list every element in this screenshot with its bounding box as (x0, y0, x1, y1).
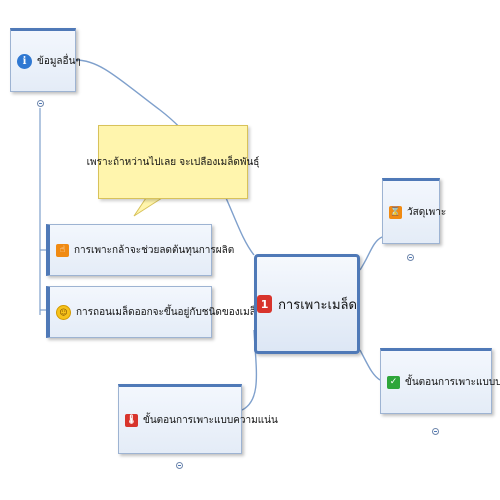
hand-icon: ☝ (56, 243, 69, 257)
link-central-materials (359, 236, 383, 271)
node-child-removal-label: การถอนเมล็ดออกจะขึ้นอยู่กับชนิดของเมล็ดพ… (76, 306, 282, 318)
thermometer-icon: 🌡 (125, 413, 138, 427)
node-fine-method[interactable]: 🌡 ขั้นตอนการเพาะแบบความแน่น (118, 384, 278, 454)
central-topic-label: การเพาะเมล็ด (278, 297, 357, 313)
collapse-toggle-materials[interactable] (407, 254, 414, 261)
callout-tail (133, 197, 163, 217)
hourglass-icon: ⌛ (389, 205, 402, 219)
node-normal-method-label: ขั้นตอนการเพาะแบบปกติ (405, 376, 500, 388)
node-normal-method[interactable]: ✓ ขั้นตอนการเพาะแบบปกติ (380, 348, 500, 414)
check-icon: ✓ (387, 375, 400, 389)
node-child-removal[interactable]: ☺ การถอนเมล็ดออกจะขึ้นอยู่กับชนิดของเมล็… (46, 286, 282, 338)
callout-text: เพราะถ้าหว่านไปเลย จะเปลืองเมล็ดพันธุ์ (86, 156, 260, 168)
smiley-icon: ☺ (56, 304, 71, 320)
central-topic[interactable]: 1 การเพาะเมล็ด (254, 254, 360, 354)
link-central-normal (359, 349, 381, 381)
info-icon: i (17, 53, 32, 69)
collapse-toggle-normal[interactable] (432, 428, 439, 435)
priority-number-icon: 1 (257, 295, 273, 313)
node-materials-label: วัสดุเพาะ (407, 206, 447, 218)
callout-note: เพราะถ้าหว่านไปเลย จะเปลืองเมล็ดพันธุ์ (87, 125, 259, 199)
node-materials[interactable]: ⌛ วัสดุเพาะ (382, 178, 446, 244)
node-child-cost-label: การเพาะกล้าจะช่วยลดต้นทุนการผลิต (74, 244, 235, 256)
link-central-info (75, 59, 255, 256)
collapse-toggle-fine[interactable] (176, 462, 183, 469)
node-child-cost[interactable]: ☝ การเพาะกล้าจะช่วยลดต้นทุนการผลิต (46, 224, 234, 276)
node-info[interactable]: i ข้อมูลอื่นๆ (10, 28, 81, 92)
collapse-toggle-info[interactable] (37, 100, 44, 107)
node-info-label: ข้อมูลอื่นๆ (37, 55, 81, 67)
node-fine-method-label: ขั้นตอนการเพาะแบบความแน่น (143, 414, 278, 426)
